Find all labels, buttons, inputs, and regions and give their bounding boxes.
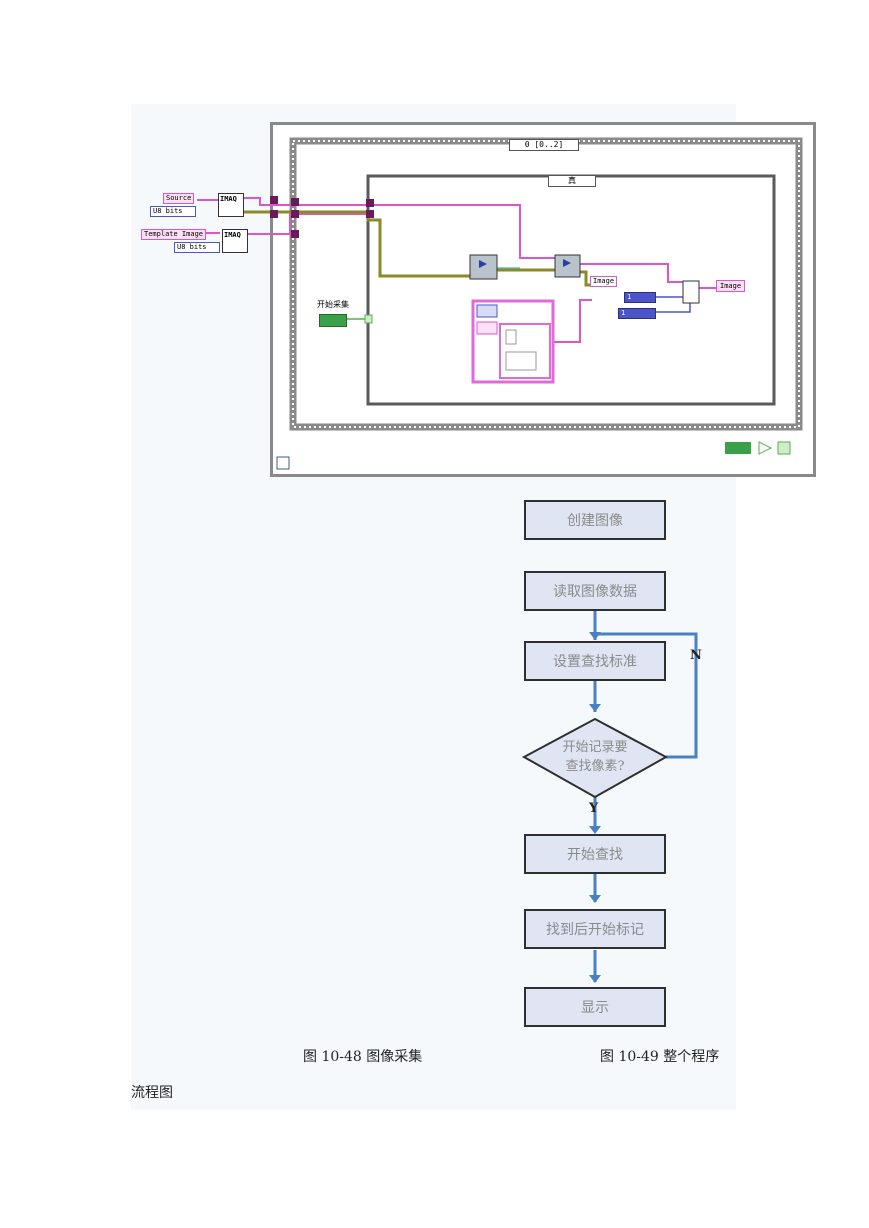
flow-decision-text: 开始记录要 查找像素? <box>530 738 660 776</box>
yes-branch-label: Y <box>589 801 599 816</box>
no-branch-label: N <box>690 648 702 663</box>
block-diagram-wiring <box>197 137 803 470</box>
flow-step-start-search: 开始查找 <box>524 834 666 874</box>
caption-fig-10-48: 图 10-48 图像采集 <box>303 1049 423 1065</box>
numeric-const-1: 1 <box>624 292 656 303</box>
case-structure-frame <box>366 174 776 406</box>
numeric-const-2: 1 <box>618 308 656 319</box>
start-capture-label: 开始采集 <box>317 300 349 309</box>
template-control-label: Template Image <box>141 229 207 240</box>
flow-step-mark: 找到后开始标记 <box>524 909 666 949</box>
start-capture-boolean[interactable] <box>319 314 347 327</box>
case-selector-outer[interactable]: 0 [0..2] <box>509 139 579 151</box>
overlay-cluster <box>471 299 555 384</box>
vi-node-1 <box>469 254 498 280</box>
decision-line-1: 开始记录要 <box>562 740 628 755</box>
stop-terminal <box>725 442 751 454</box>
caption-fig-10-49-cont: 流程图 <box>131 1085 173 1101</box>
flow-step-display: 显示 <box>524 987 666 1027</box>
caption-fig-10-49: 图 10-49 整个程序 <box>600 1049 720 1065</box>
imaq-create-node-1: IMAQ <box>218 193 244 217</box>
decision-line-2: 查找像素? <box>565 759 625 774</box>
source-type-selector[interactable]: U8 bits <box>150 206 196 217</box>
case-selector-inner[interactable]: 真 <box>548 175 596 187</box>
imaq-create-node-2: IMAQ <box>222 229 248 253</box>
source-control-label: Source <box>163 193 195 204</box>
flow-step-set-criteria: 设置查找标准 <box>524 641 666 681</box>
image-out-indicator: Image <box>716 280 746 292</box>
template-type-selector[interactable]: U8 bits <box>174 242 220 253</box>
vi-node-3 <box>682 280 700 304</box>
decision-diamond <box>521 717 669 799</box>
vi-node-2 <box>554 254 581 278</box>
image-mid-indicator: Image <box>590 276 618 287</box>
flow-step-read-image: 读取图像数据 <box>524 571 666 611</box>
flow-step-create-image: 创建图像 <box>524 500 666 540</box>
